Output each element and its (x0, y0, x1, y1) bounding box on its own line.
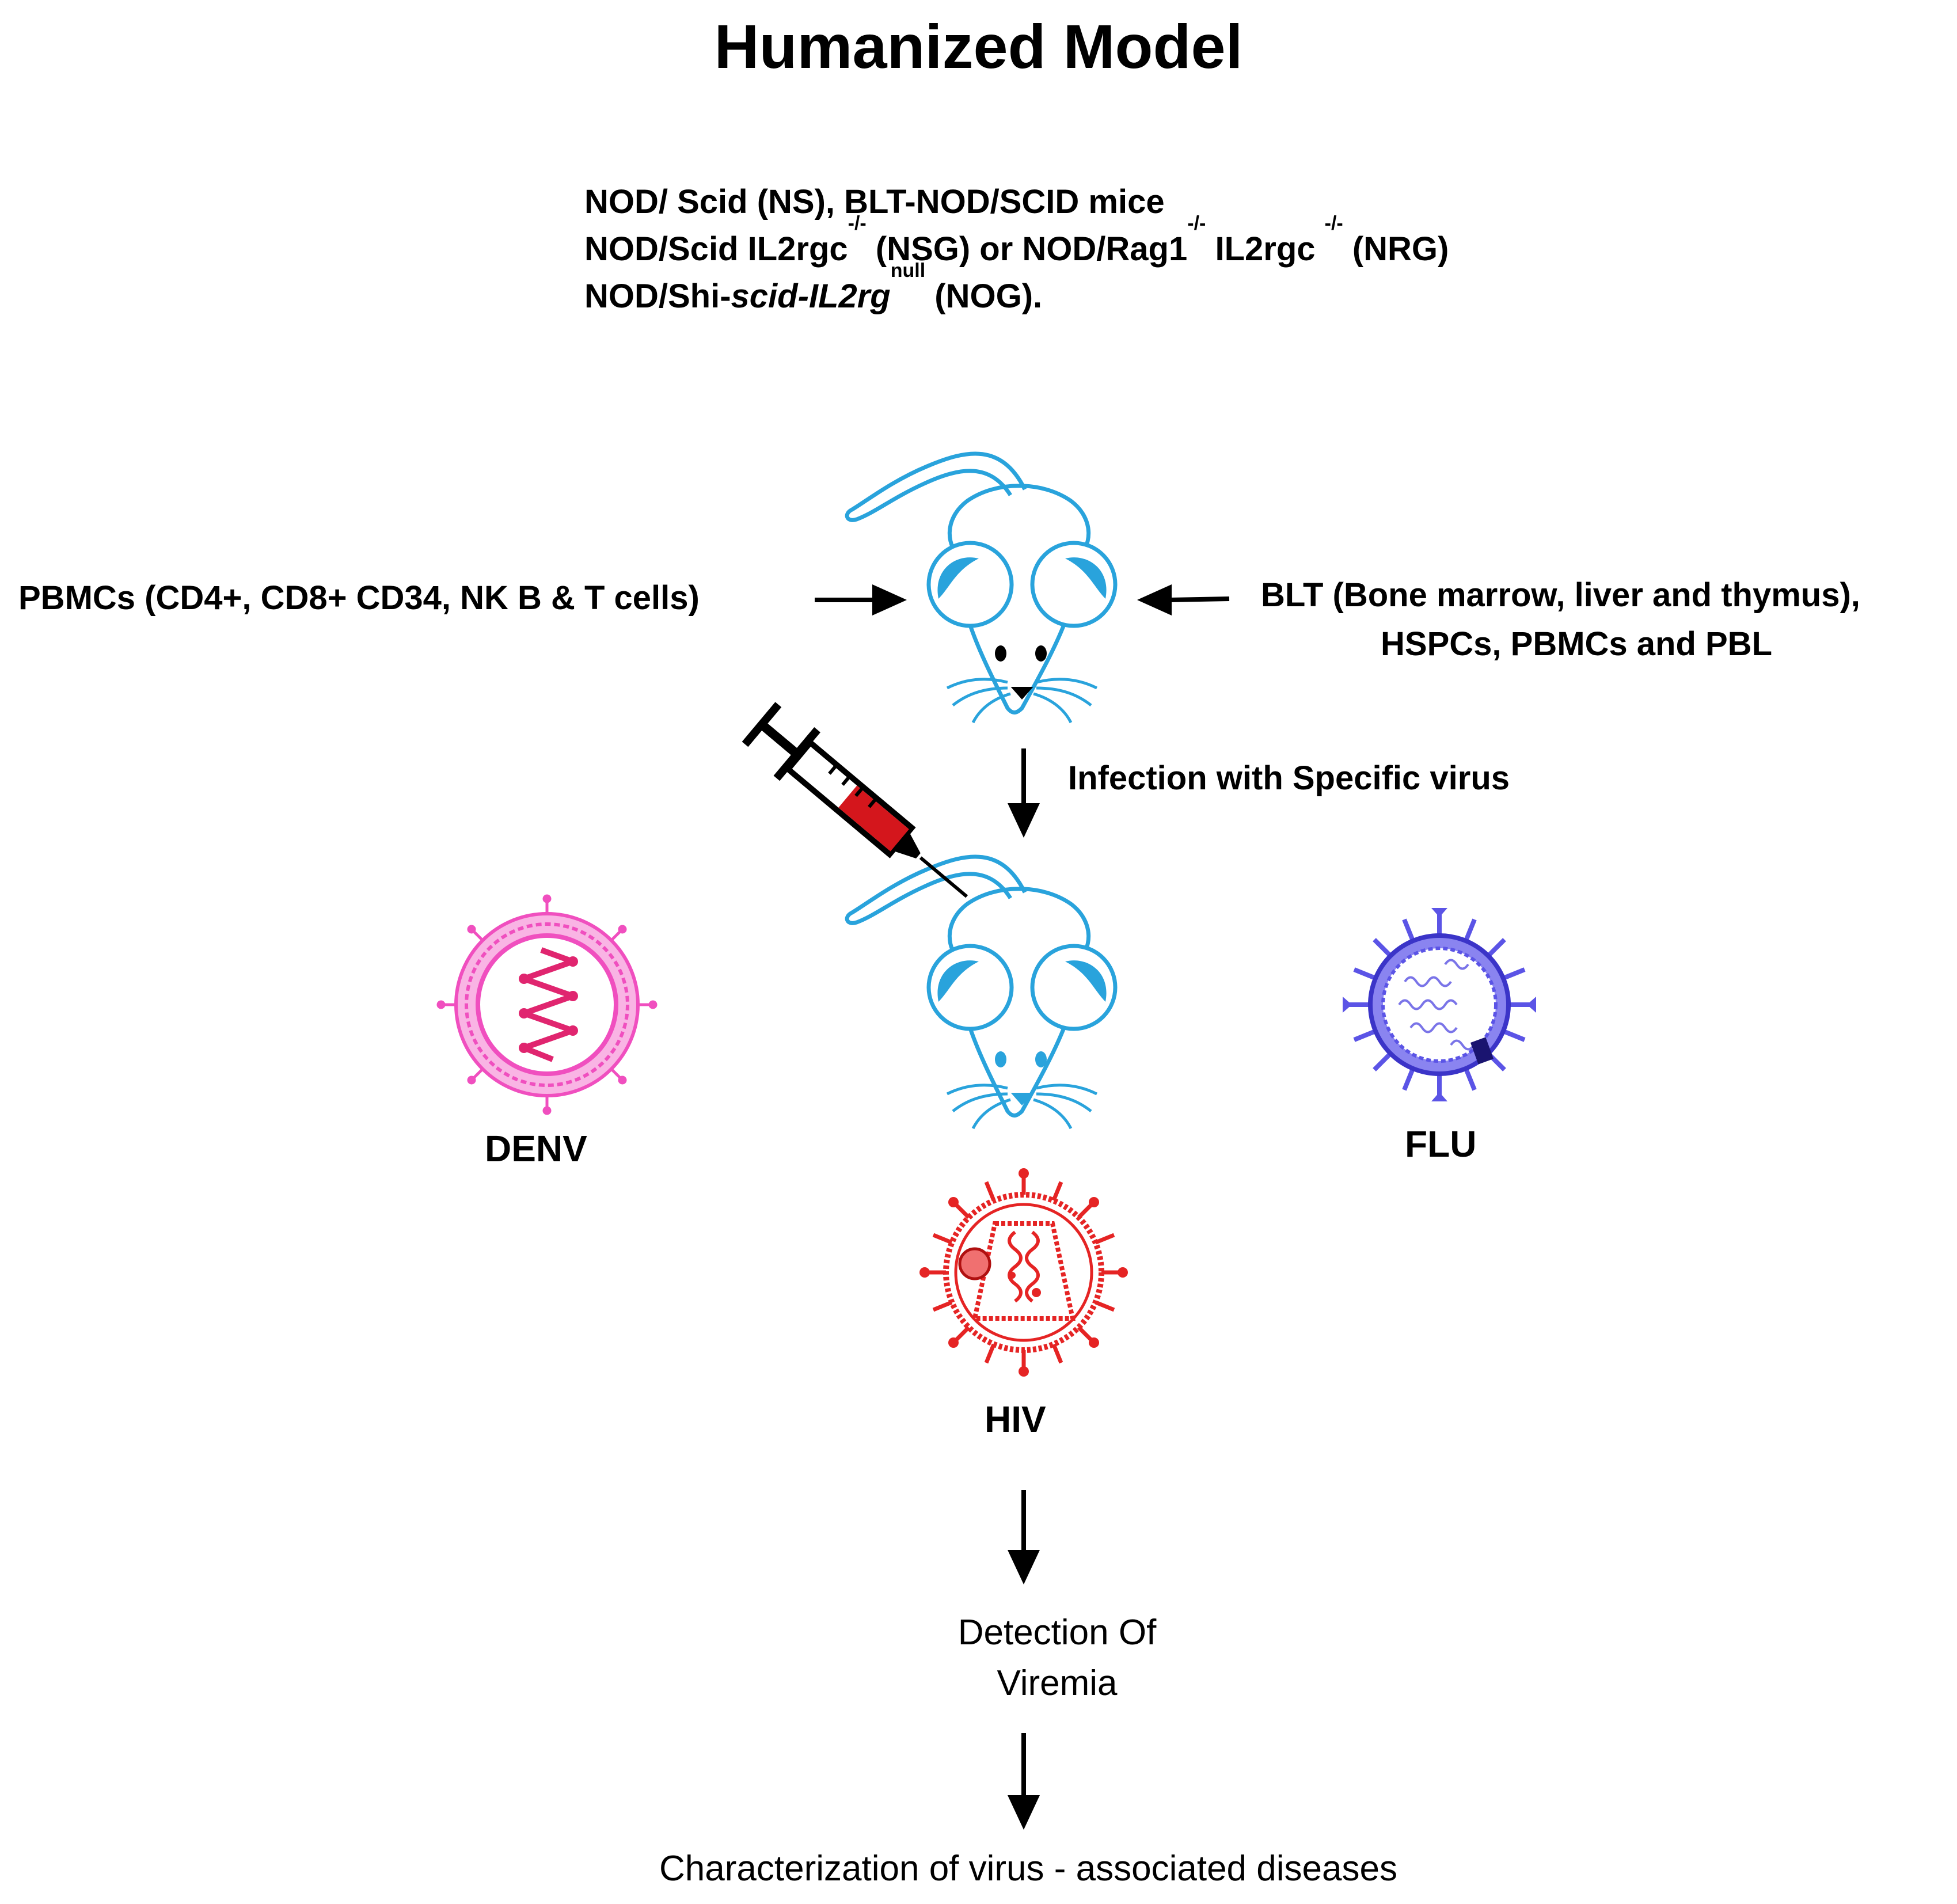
arrow-to-characterization (1008, 1733, 1040, 1830)
hiv-label: HIV (985, 1398, 1046, 1440)
arrow-infection (1008, 748, 1040, 838)
strain-line-1: NOD/ Scid (NS), BLT-NOD/SCID mice (584, 183, 1165, 221)
flu-virus-icon (1343, 908, 1536, 1101)
infected-mouse-icon (845, 854, 1118, 1130)
denv-virus-icon (436, 894, 658, 1115)
detection-label-line2: Viremia (997, 1663, 1118, 1703)
blt-input-label-line2: HSPCs, PBMCs and PBL (1381, 625, 1772, 663)
pbmc-input-label: PBMCs (CD4+, CD8+ CD34, NK B & T cells) (18, 579, 700, 617)
strain-line-2: NOD/Scid IL2rgc-/- (NSG) or NOD/Rag1-/- … (584, 212, 1449, 268)
arrow-to-detection (1008, 1490, 1040, 1584)
hiv-virus-icon (919, 1168, 1128, 1377)
denv-label: DENV (485, 1128, 587, 1169)
blt-input-label-line1: BLT (Bone marrow, liver and thymus), (1261, 576, 1860, 614)
detection-label-line1: Detection Of (957, 1613, 1157, 1652)
page-title: Humanized Model (714, 12, 1243, 81)
syringe-icon (742, 702, 968, 898)
infection-label: Infection with Specific virus (1068, 759, 1510, 797)
characterization-label: Characterization of virus - associated d… (659, 1849, 1397, 1888)
mouse-strains-list: NOD/ Scid (NS), BLT-NOD/SCID mice NOD/Sc… (584, 178, 1449, 320)
mouse-icon (845, 451, 1118, 724)
strain-line-3: NOD/Shi-scid-IL2rgnull (NOG). (584, 260, 1043, 315)
arrow-right-to-mouse (1137, 584, 1230, 615)
arrow-left-to-mouse (815, 584, 907, 615)
flu-label: FLU (1405, 1123, 1477, 1165)
